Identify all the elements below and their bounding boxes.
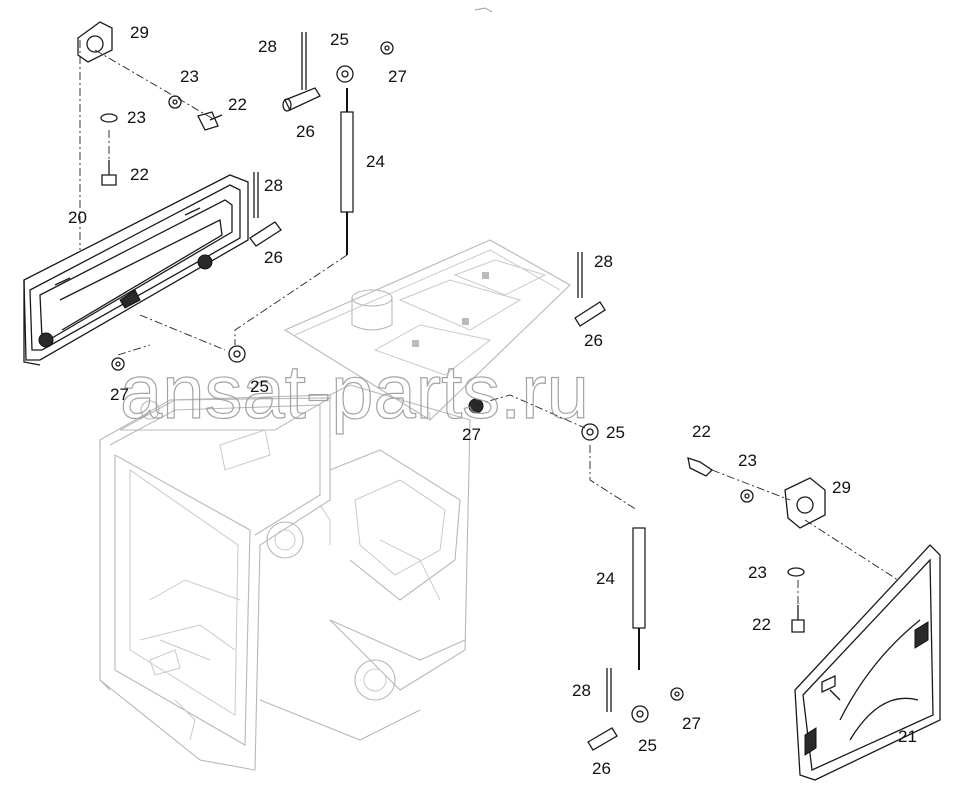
callout-25: 25 xyxy=(330,30,349,49)
callout-22: 22 xyxy=(130,165,149,184)
callout-23: 23 xyxy=(738,451,757,470)
callout-25: 25 xyxy=(250,377,269,396)
callout-24: 24 xyxy=(366,152,385,171)
cover-plate xyxy=(283,239,571,421)
callout-labels: 29 28 25 27 23 22 23 26 24 22 28 20 26 2… xyxy=(68,23,917,778)
callout-23: 23 xyxy=(127,108,146,127)
callout-29: 29 xyxy=(832,478,851,497)
callout-28: 28 xyxy=(572,681,591,700)
callout-22: 22 xyxy=(752,615,771,634)
callout-25: 25 xyxy=(638,736,657,755)
callout-29: 29 xyxy=(130,23,149,42)
assembly-leader-lines xyxy=(79,40,899,605)
callout-28: 28 xyxy=(264,176,283,195)
callout-27: 27 xyxy=(388,67,407,86)
door-panel-20 xyxy=(23,174,249,366)
machine-frame xyxy=(99,384,471,771)
callout-26: 26 xyxy=(264,248,283,267)
callout-27: 27 xyxy=(462,425,481,444)
hardware-parts xyxy=(77,7,826,751)
callout-20: 20 xyxy=(68,208,87,227)
callout-28: 28 xyxy=(594,252,613,271)
callout-25: 25 xyxy=(606,423,625,442)
gas-strut-lower xyxy=(632,527,646,670)
gas-strut-upper xyxy=(340,88,354,255)
callout-22: 22 xyxy=(228,95,247,114)
callout-22: 22 xyxy=(692,422,711,441)
callout-26: 26 xyxy=(584,331,603,350)
callout-26: 26 xyxy=(296,122,315,141)
callout-23: 23 xyxy=(180,67,199,86)
callout-27: 27 xyxy=(682,714,701,733)
callout-21: 21 xyxy=(898,727,917,746)
callout-24: 24 xyxy=(596,569,615,588)
callout-23: 23 xyxy=(748,563,767,582)
callout-26: 26 xyxy=(592,759,611,778)
door-panel-21 xyxy=(794,544,941,781)
callout-28: 28 xyxy=(258,37,277,56)
callout-27: 27 xyxy=(110,385,129,404)
watermark-text: ansat-parts.ru xyxy=(120,350,589,435)
